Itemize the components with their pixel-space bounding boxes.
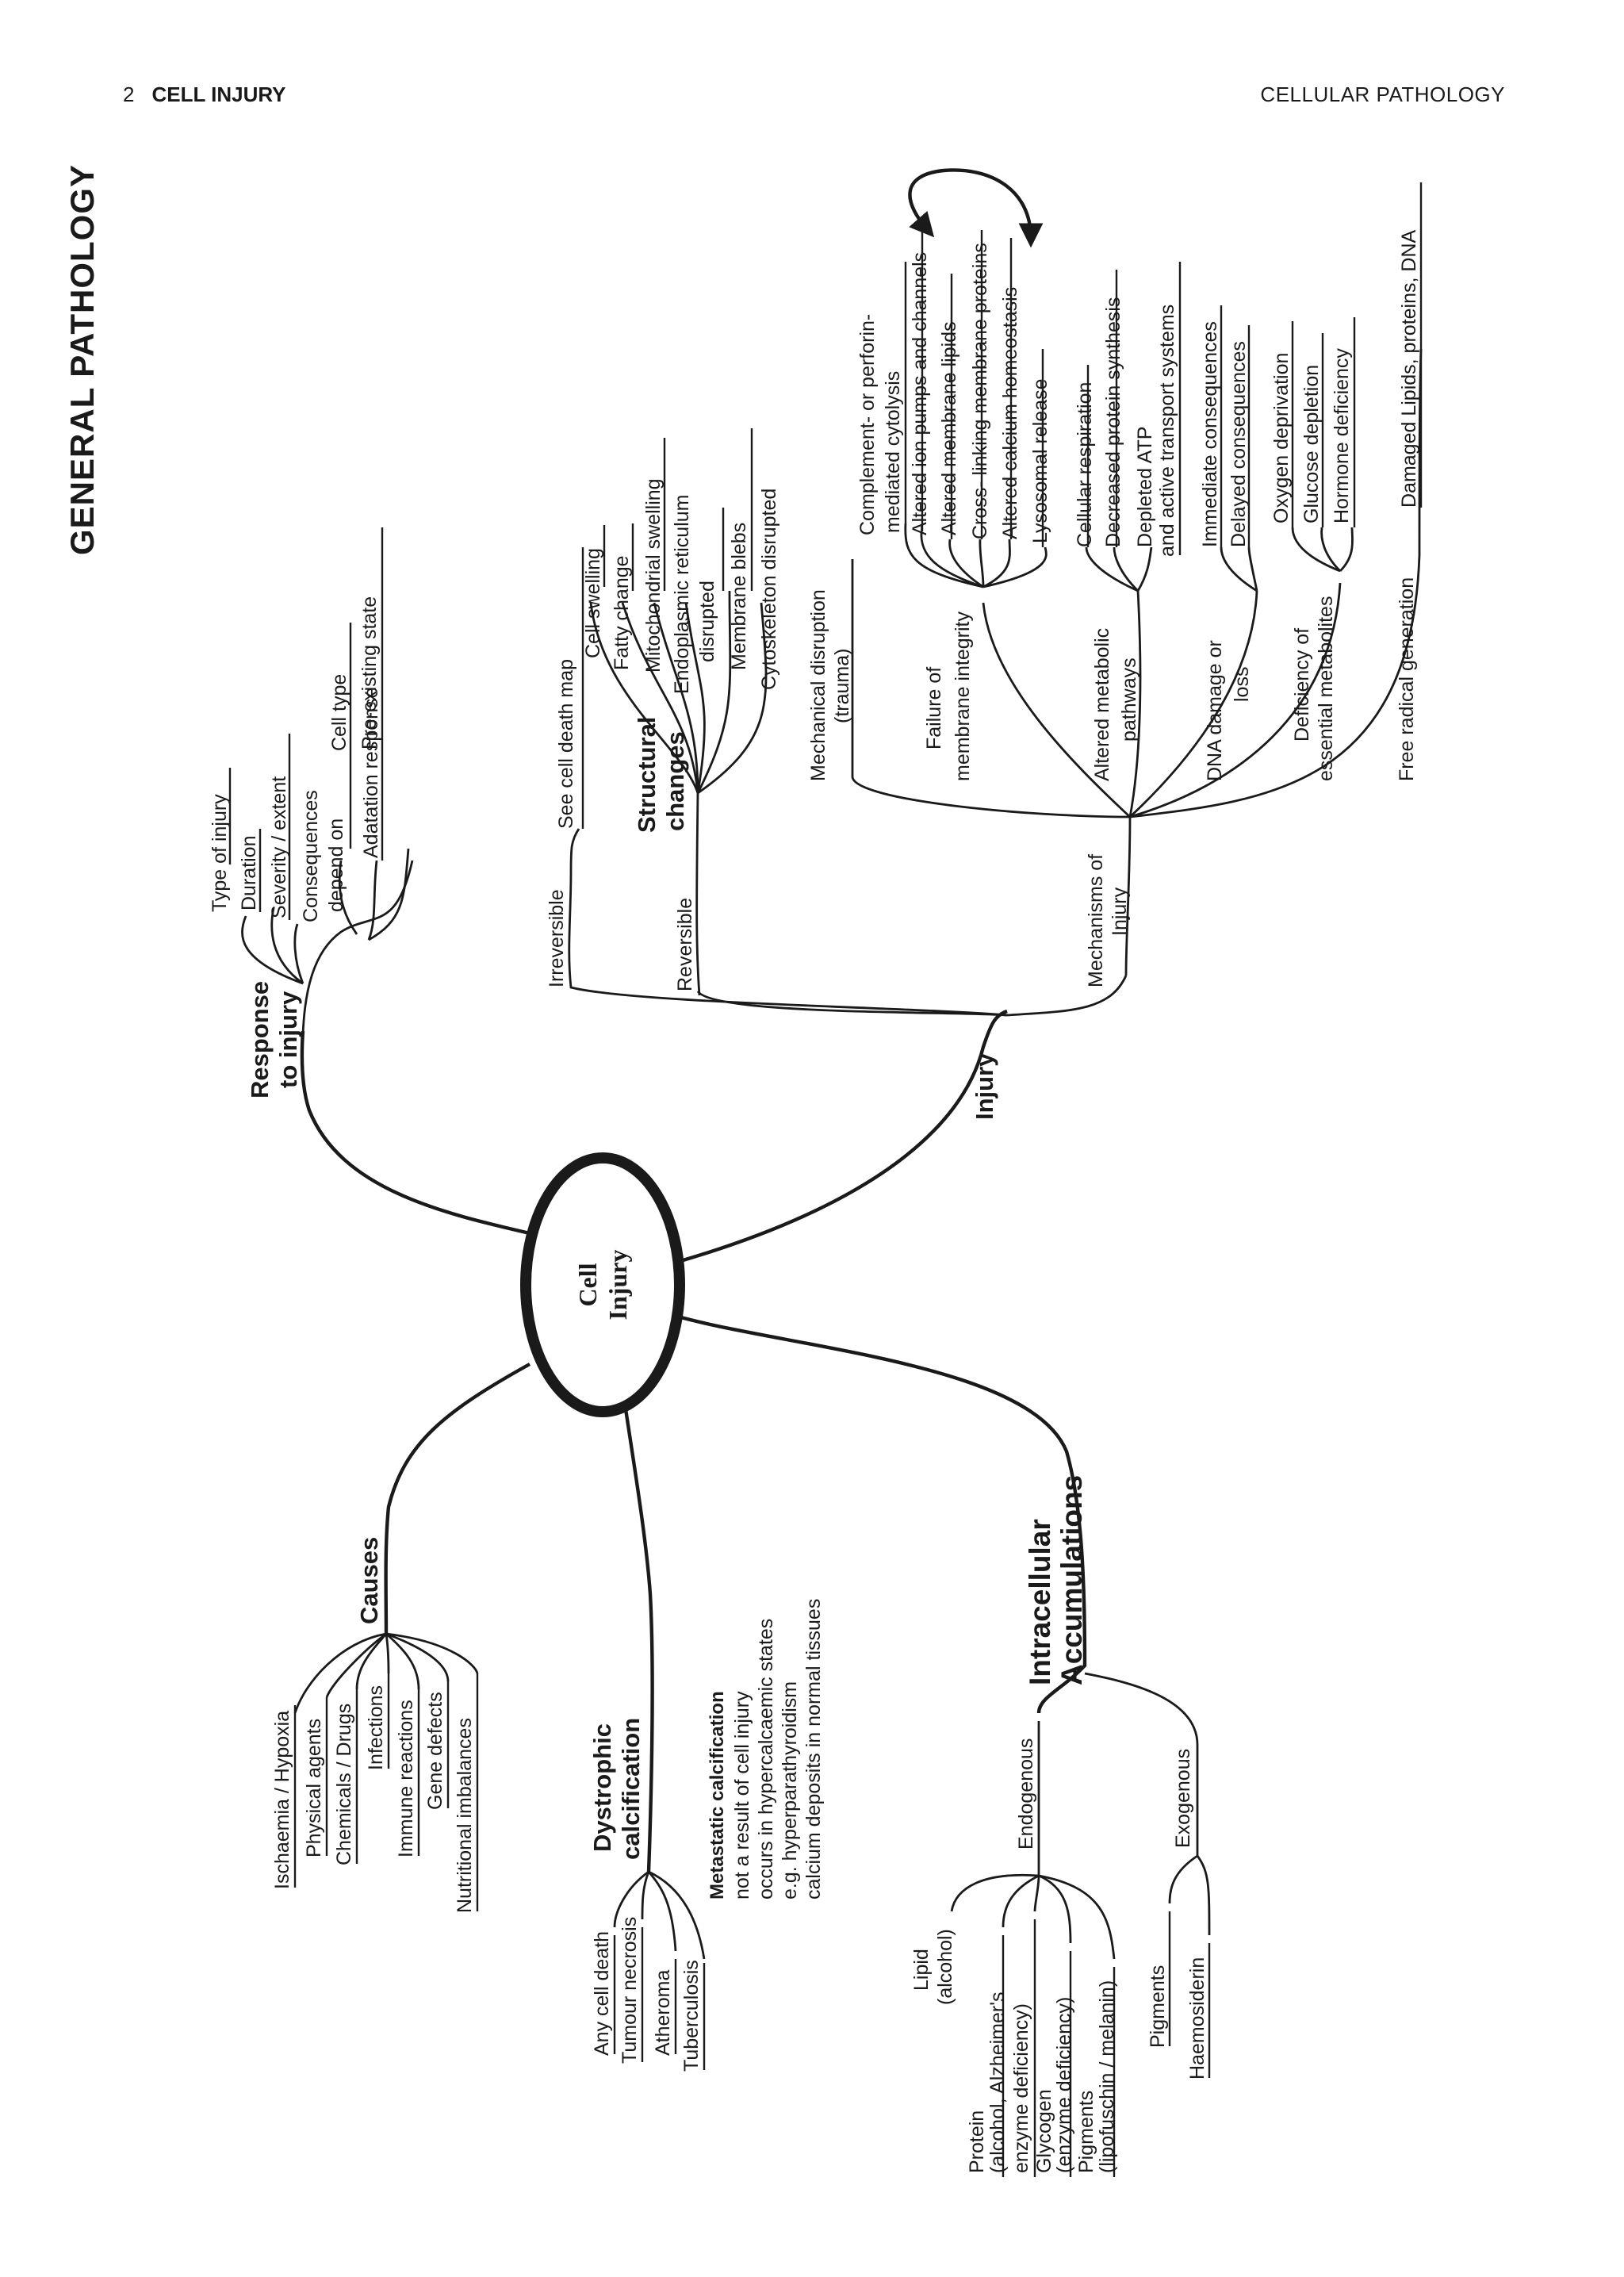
deficiency-1: Deficiency of (1291, 628, 1313, 742)
metastatic-line-1: not a result of cell injury (731, 1691, 753, 1899)
dystrophic-tumour-necrosis: Tumour necrosis (619, 1917, 641, 2064)
endogenous-protein-3: enzyme deficiency) (1010, 2003, 1032, 2173)
mechanisms-label-2: Injury (1109, 887, 1131, 936)
center-node: Cell Injury (573, 1250, 632, 1321)
membrane-complement-1: Complement- or perforin- (856, 314, 879, 535)
metabolic-atp-1: Depleted ATP (1134, 427, 1156, 547)
accumulations-title-1: Intracellular (1024, 1519, 1056, 1685)
page-header-left: 2 CELL INJURY (123, 82, 286, 107)
structural-membrane-blebs: Membrane blebs (728, 523, 750, 670)
endogenous-protein-1: Protein (966, 2110, 988, 2173)
mechanical-disruption-1: Mechanical disruption (807, 589, 829, 781)
response-item-severity: Severity / extent (268, 776, 290, 918)
structural-cytoskeleton: Cytoskeleton disrupted (758, 489, 780, 690)
dna-damage-2: loss (1231, 667, 1253, 702)
structural-er-2: disrupted (696, 581, 718, 662)
exogenous-label: Exogenous (1172, 1749, 1194, 1848)
membrane-lipids: Altered membrane lipids (938, 321, 960, 535)
book-title: CELLULAR PATHOLOGY (1260, 82, 1505, 106)
metabolic-protein-synthesis: Decreased protein synthesis (1102, 297, 1124, 547)
endogenous-pigments-1: Pigments (1075, 2091, 1097, 2173)
membrane-calcium: Altered calcium homeostasis (999, 287, 1021, 539)
consequence-adaptation-response: Adatation response (360, 688, 382, 858)
consequence-preexisting-state: Pre-existing state (358, 596, 381, 749)
free-radical-damage: Damaged Lipids, proteins, DNA (1398, 230, 1420, 508)
cause-immune: Immune reactions (395, 1700, 417, 1857)
irreversible-label: Irreversible (546, 889, 568, 987)
cause-ischaemia: Ischaemia / Hypoxia (271, 1711, 293, 1889)
metastatic-line-2: occurs in hypercalcaemic states (755, 1619, 777, 1899)
structural-er-1: Endoplasmic reticulum (671, 495, 693, 695)
metabolic-respiration: Cellular respiration (1074, 382, 1096, 547)
endogenous-label: Endogenous (1015, 1738, 1037, 1850)
endogenous-protein-2: (alcohol, Alzheimer's (986, 1992, 1009, 2173)
center-label-2: Injury (603, 1250, 632, 1321)
metastatic-title: Metastatic calcification (707, 1691, 728, 1899)
consequence-cell-type: Cell type (328, 674, 350, 751)
exogenous-haemosiderin: Haemosiderin (1186, 1957, 1208, 2080)
structural-cell-swelling: Cell swelling (582, 548, 604, 658)
deficiency-2: essential metabolites (1315, 596, 1337, 781)
free-radical-generation: Free radical generation (1396, 577, 1418, 781)
reversible-label: Reversible (674, 898, 696, 991)
membrane-complement-2: mediated cytolysis (882, 371, 904, 533)
mechanisms-label-1: Mechanisms of (1085, 854, 1107, 987)
endogenous-lipid-1: Lipid (910, 1949, 933, 1991)
cause-nutritional: Nutritional imbalances (454, 1718, 476, 1913)
structural-mito-swelling: Mitochondrial swelling (642, 478, 665, 673)
deficiency-oxygen: Oxygen deprivation (1270, 353, 1293, 523)
metabolic-pathways-1: Altered metabolic (1091, 628, 1113, 781)
center-node-outline (520, 1152, 685, 1417)
injury-title: Injury (971, 1052, 998, 1120)
chapter-title: CELL INJURY (151, 82, 286, 106)
metastatic-line-4: calcium deposits in normal tissues (802, 1599, 825, 1899)
dystrophic-any-cell-death: Any cell death (591, 1931, 613, 2056)
response-title-1: Response (246, 981, 274, 1098)
cause-chemicals: Chemicals / Drugs (333, 1704, 355, 1865)
causes-title: Causes (355, 1537, 383, 1624)
dystrophic-tuberculosis: Tuberculosis (680, 1960, 703, 2072)
metabolic-pathways-2: pathways (1118, 657, 1140, 742)
center-label-1: Cell (573, 1263, 602, 1306)
cause-infections: Infections (365, 1685, 387, 1770)
dna-damage-1: DNA damage or (1204, 640, 1226, 781)
response-item-duration: Duration (238, 836, 260, 911)
exogenous-pigments: Pigments (1147, 1965, 1169, 2048)
branch-lines (241, 168, 1423, 1960)
response-item-type: Type of injury (209, 794, 231, 912)
membrane-lysosomal: Lysosomal release (1029, 378, 1051, 543)
consequences-label-2: depend on (325, 818, 347, 912)
membrane-ion-pumps: Altered ion pumps and channels (909, 252, 931, 535)
structural-changes-1: Structural (633, 717, 661, 833)
accumulations-title-2: Accumulations (1055, 1475, 1088, 1685)
metastatic-line-3: e.g. hyperparathyroidism (779, 1681, 801, 1899)
cause-gene: Gene defects (424, 1692, 446, 1810)
dystrophic-atheroma: Atheroma (652, 1970, 674, 2056)
dna-delayed: Delayed consequences (1228, 341, 1250, 547)
page-number: 2 (123, 82, 135, 106)
endogenous-glycogen-2: (enzyme deficiency) (1053, 1997, 1075, 2173)
dystrophic-title-2: calcification (617, 1718, 645, 1860)
response-title-2: to injury (274, 991, 302, 1088)
see-cell-death-map: See cell death map (555, 659, 577, 829)
endogenous-lipid-2: (alcohol) (934, 1929, 956, 2005)
cause-physical: Physical agents (303, 1719, 325, 1857)
dystrophic-title-1: Dystrophic (588, 1723, 616, 1852)
membrane-failure-2: membrane integrity (952, 611, 974, 781)
membrane-failure-1: Failure of (923, 667, 945, 749)
deficiency-glucose: Glucose depletion (1300, 365, 1323, 523)
mechanical-disruption-2: (trauma) (831, 649, 853, 723)
deficiency-hormone: Hormone deficiency (1331, 348, 1353, 523)
endogenous-pigments-2: (lipofuschin / melanin) (1096, 1980, 1118, 2173)
metabolic-atp-2: and active transport systems (1156, 305, 1178, 557)
structural-fatty-change: Fatty change (611, 555, 633, 670)
dna-immediate: Immediate consequences (1199, 321, 1221, 547)
structural-changes-2: changes (661, 731, 689, 831)
membrane-crosslinking: Cross- linking membrane proteins (969, 243, 991, 539)
endogenous-glycogen-1: Glycogen (1033, 2089, 1055, 2173)
leaf-underlines (228, 182, 1423, 2177)
consequences-label-1: Consequences (300, 790, 322, 922)
